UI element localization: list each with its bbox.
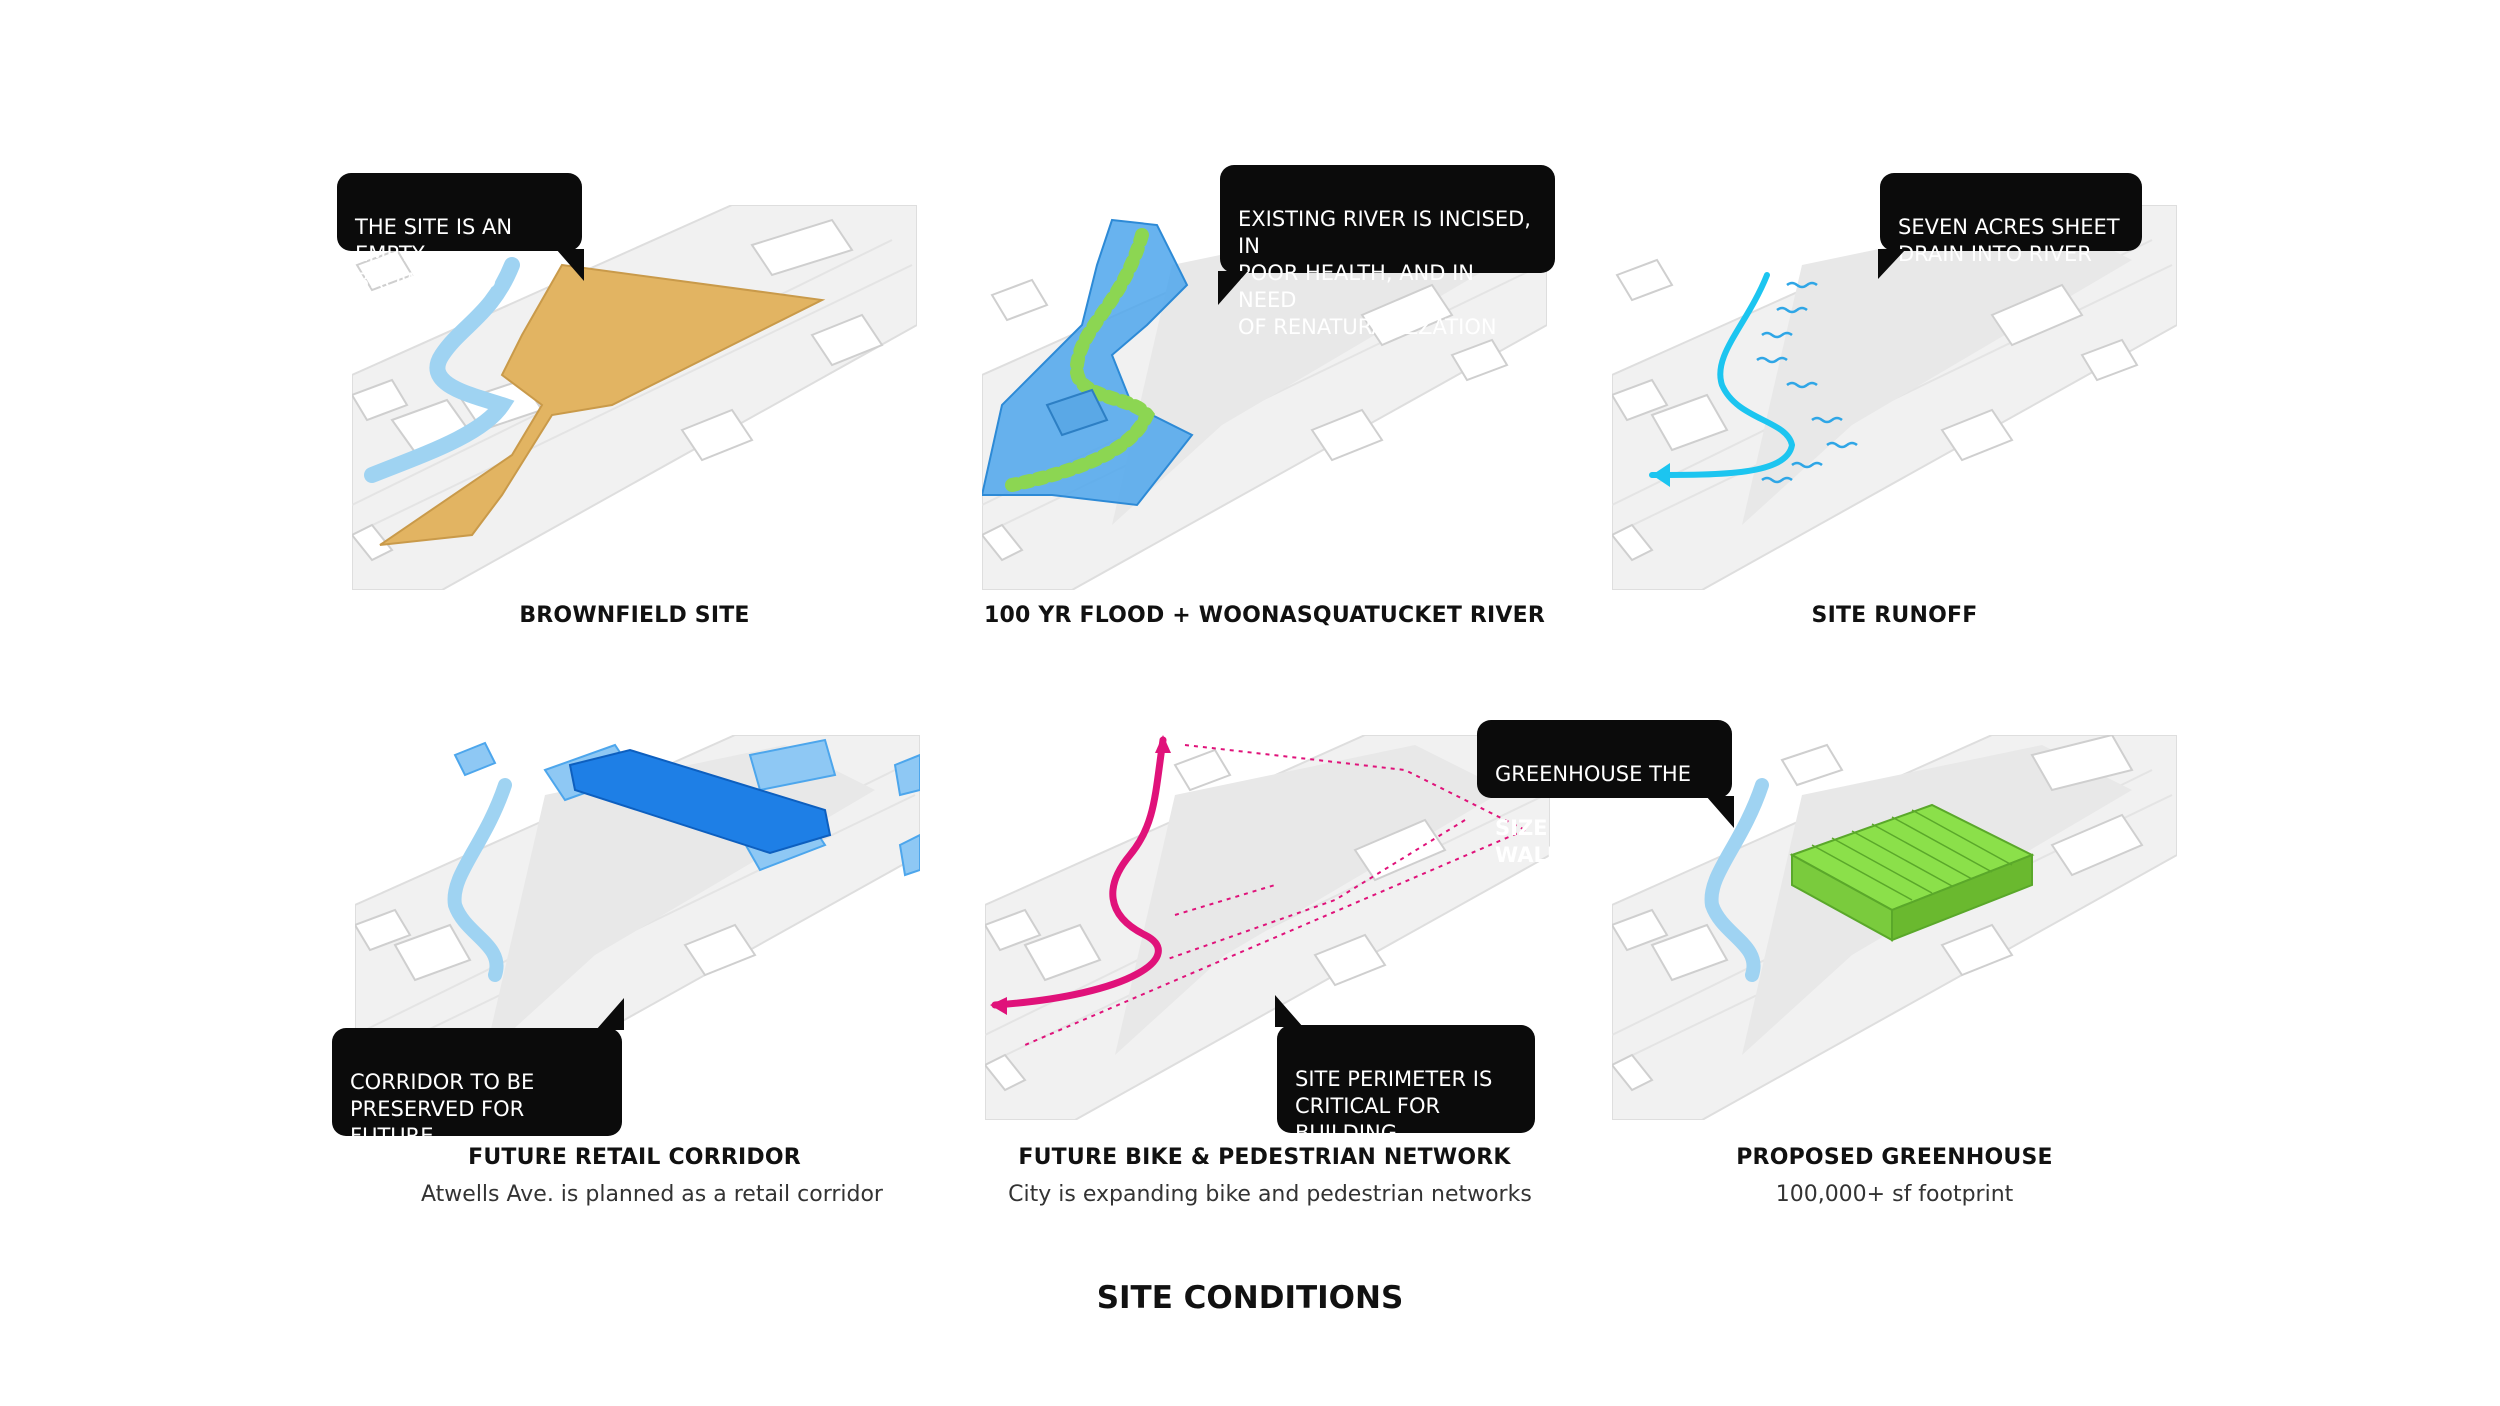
callout-bubble: SITE PERIMETER IS CRITICAL FOR BUILDING … — [1275, 995, 1535, 1172]
arrow-head — [1652, 463, 1670, 487]
context-buildings — [982, 278, 1509, 562]
bike-route[interactable] — [991, 736, 1167, 1009]
river-path — [1704, 778, 1769, 982]
river-path — [364, 257, 520, 483]
arrow-head — [1155, 735, 1171, 753]
callout-text: THE SITE IS AN EMPTY BROWNFIELD — [355, 215, 513, 293]
caption-greenhouse: PROPOSED GREENHOUSE — [1736, 1145, 2053, 1170]
caption-runoff: SITE RUNOFF — [1811, 603, 1978, 628]
callout-bubble: SEVEN ACRES SHEET DRAIN INTO RIVER — [1878, 173, 2142, 279]
panel-retail: CORRIDOR TO BE PRESERVED FOR FUTURE B.I.… — [332, 735, 920, 1175]
pedestrian-paths[interactable] — [1024, 744, 1526, 1046]
riparian-trees — [1005, 228, 1156, 492]
callout-text: SITE PERIMETER IS CRITICAL FOR BUILDING … — [1295, 1067, 1512, 1172]
callout-tail — [556, 249, 584, 281]
callout-text-line1: GREENHOUSE THE — [1495, 762, 1691, 786]
retail-corridor-block[interactable] — [568, 748, 832, 855]
bike-pedestrian-map — [985, 735, 1550, 1120]
context-buildings — [1612, 258, 2139, 562]
callout-bubble: CORRIDOR TO BE PRESERVED FOR FUTURE B.I.… — [332, 998, 624, 1175]
callout-tail — [1218, 271, 1248, 305]
brownfield-site-map — [352, 205, 917, 590]
callout-tail — [1878, 249, 1906, 279]
caption-brownfield: BROWNFIELD SITE — [519, 603, 750, 628]
flooded-building — [1045, 388, 1109, 437]
subcaption-network: City is expanding bike and pedestrian ne… — [1008, 1182, 1532, 1207]
flood-river-map — [982, 205, 1547, 590]
context-buildings — [985, 748, 1447, 1092]
callout-tail — [1275, 995, 1303, 1027]
caption-retail: FUTURE RETAIL CORRIDOR — [468, 1145, 801, 1170]
greenhouse-map — [1612, 735, 2177, 1120]
river-path — [447, 778, 512, 982]
callout-text: EXISTING RIVER IS INCISED, IN POOR HEALT… — [1238, 207, 1531, 339]
panel-brownfield: THE SITE IS AN EMPTY BROWNFIELD — [337, 173, 917, 590]
panel-greenhouse: GREENHOUSE THE SIZE OF A WALMART! — [1477, 720, 2177, 1120]
callout-text: CORRIDOR TO BE PRESERVED FOR FUTURE B.I.… — [350, 1070, 581, 1175]
callout-tail — [1706, 796, 1734, 828]
callout-bubble: EXISTING RIVER IS INCISED, IN POOR HEALT… — [1218, 165, 1555, 339]
page-title: SITE CONDITIONS — [1096, 1280, 1404, 1316]
callout-text: SEVEN ACRES SHEET DRAIN INTO RIVER — [1898, 215, 2120, 266]
caption-flood: 100 YR FLOOD + WOONASQUATUCKET RIVER — [983, 603, 1546, 628]
runoff-map — [1612, 205, 2177, 590]
runoff-waves — [1756, 281, 1858, 484]
panel-flood: EXISTING RIVER IS INCISED, IN POOR HEALT… — [982, 165, 1555, 590]
subcaption-retail: Atwells Ave. is planned as a retail corr… — [421, 1182, 883, 1207]
brownfield-area — [379, 263, 826, 546]
context-buildings — [1612, 735, 2144, 1092]
panel-runoff: SEVEN ACRES SHEET DRAIN INTO RIVER — [1612, 173, 2177, 590]
runoff-river-arrow — [1649, 272, 1796, 478]
greenhouse-building[interactable] — [1789, 803, 2035, 942]
callout-bubble: THE SITE IS AN EMPTY BROWNFIELD — [337, 173, 584, 293]
panel-network: SITE PERIMETER IS CRITICAL FOR BUILDING … — [985, 735, 1550, 1172]
callout-text-line2: SIZE OF A WALMART! — [1495, 816, 1624, 867]
caption-network: FUTURE BIKE & PEDESTRIAN NETWORK — [1018, 1145, 1511, 1170]
callout-tail — [596, 998, 624, 1030]
subcaption-greenhouse: 100,000+ sf footprint — [1775, 1182, 2014, 1207]
callout-bubble: GREENHOUSE THE SIZE OF A WALMART! — [1477, 720, 1734, 867]
arrow-head — [990, 997, 1007, 1015]
